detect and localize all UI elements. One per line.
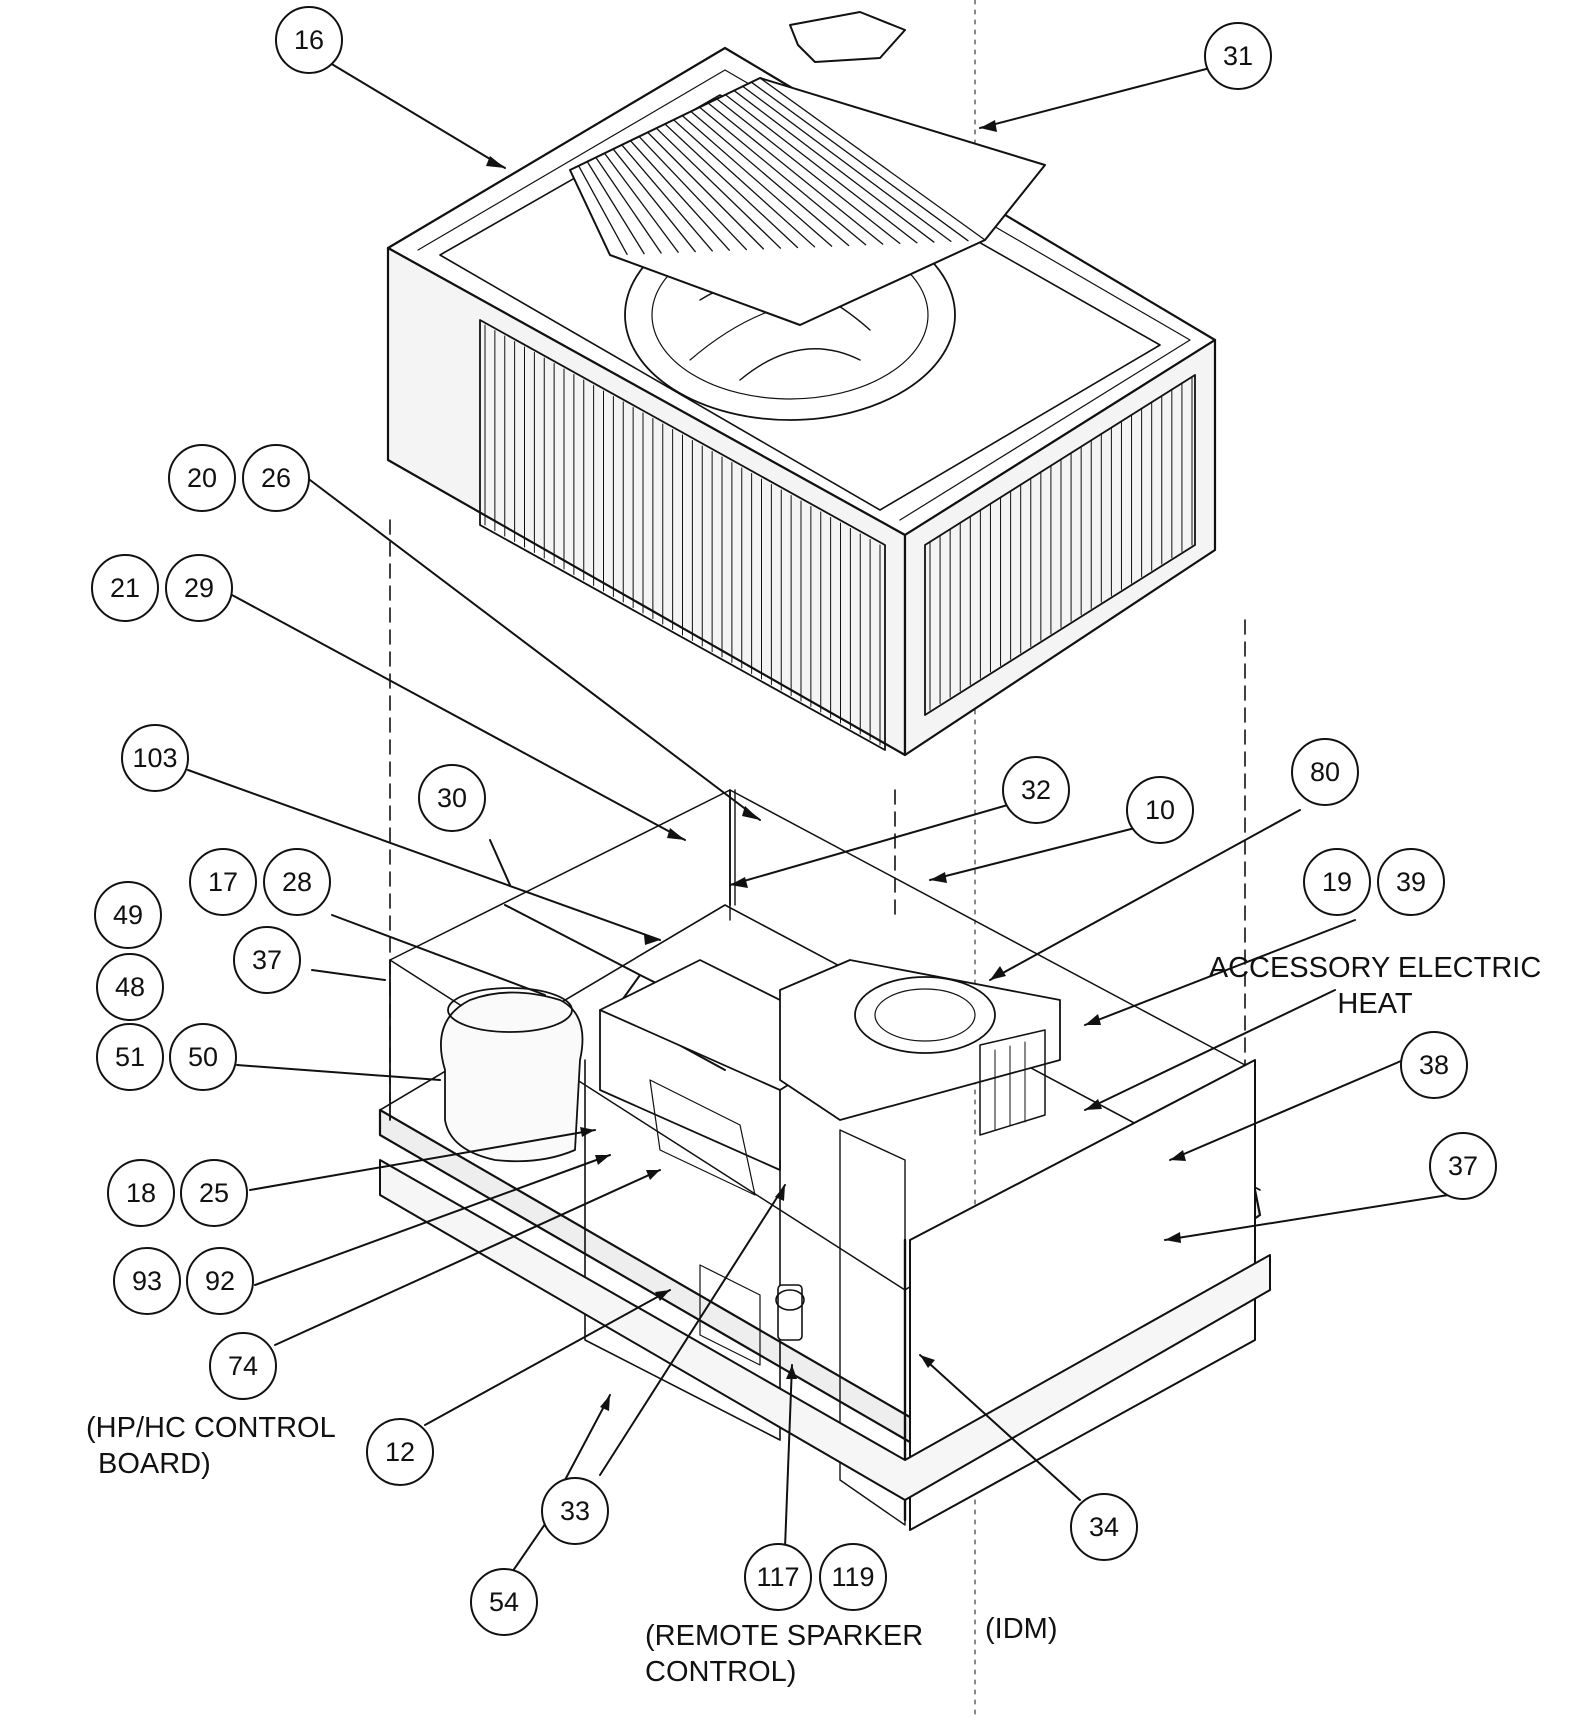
callout-12: 12	[366, 1418, 434, 1486]
callout-103: 103	[121, 724, 189, 792]
hp-hc-control-board-note: (HP/HC CONTROL BOARD)	[86, 1410, 336, 1482]
leader-arrowheads	[486, 120, 1186, 1411]
bottom-unit-blower	[779, 959, 1061, 1121]
callout-28: 28	[263, 848, 331, 916]
callout-74: 74	[209, 1332, 277, 1400]
sparker-note-line2: CONTROL)	[645, 1656, 797, 1688]
bottom-unit-compressor	[440, 987, 584, 1163]
idm-note: (IDM)	[985, 1613, 1058, 1645]
callout-21: 21	[91, 554, 159, 622]
callout-20: 20	[168, 444, 236, 512]
callout-29: 29	[165, 554, 233, 622]
remote-sparker-control-note: (REMOTE SPARKER CONTROL)	[645, 1618, 923, 1690]
callout-37-bottom: 37	[1429, 1132, 1497, 1200]
callout-48: 48	[96, 953, 164, 1021]
callout-37-top: 37	[233, 926, 301, 994]
callout-17: 17	[189, 848, 257, 916]
callout-34: 34	[1070, 1493, 1138, 1561]
callout-39: 39	[1377, 848, 1445, 916]
callout-38: 38	[1400, 1031, 1468, 1099]
callout-92: 92	[186, 1247, 254, 1315]
callout-80: 80	[1291, 738, 1359, 806]
sparker-note-line1: (REMOTE SPARKER	[645, 1620, 924, 1652]
top-unit-coil-louvers	[479, 319, 1196, 751]
callout-19: 19	[1303, 848, 1371, 916]
leader-lines	[187, 59, 1481, 1579]
accessory-note-line1: ACCESSORY ELECTRIC	[1208, 952, 1542, 984]
callout-18: 18	[107, 1159, 175, 1227]
hp-note-line2: BOARD)	[98, 1448, 211, 1480]
bottom-unit-heater	[979, 1029, 1046, 1136]
callout-51: 51	[96, 1023, 164, 1091]
callout-117: 117	[744, 1543, 812, 1611]
top-unit-fan-grille	[569, 11, 1046, 326]
callout-25: 25	[180, 1159, 248, 1227]
callout-119: 119	[819, 1543, 887, 1611]
callout-10: 10	[1126, 776, 1194, 844]
hp-note-line1: (HP/HC CONTROL	[86, 1412, 336, 1444]
callout-26: 26	[242, 444, 310, 512]
callout-93: 93	[113, 1247, 181, 1315]
callout-33: 33	[541, 1477, 609, 1545]
callout-30: 30	[418, 764, 486, 832]
callout-31: 31	[1204, 22, 1272, 90]
callout-49: 49	[94, 881, 162, 949]
callout-50: 50	[169, 1023, 237, 1091]
callout-54: 54	[470, 1568, 538, 1636]
sparker-part	[775, 1284, 805, 1341]
callout-32: 32	[1002, 756, 1070, 824]
bottom-unit-base-rail	[379, 1159, 1271, 1501]
accessory-electric-heat-note: ACCESSORY ELECTRIC HEAT	[1190, 950, 1560, 1022]
accessory-note-line2: HEAT	[1337, 988, 1413, 1020]
callout-16: 16	[275, 6, 343, 74]
